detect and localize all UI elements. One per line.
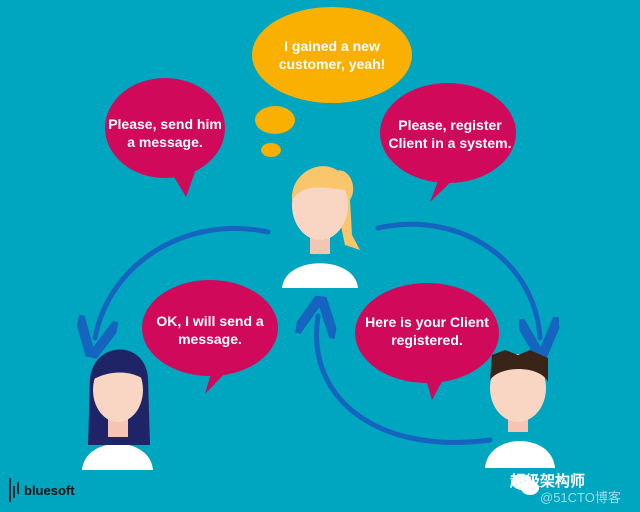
speech-bubble-shapes — [105, 78, 516, 400]
watermark-title: 超级架构师 — [510, 473, 586, 490]
flow-arrows — [95, 221, 540, 445]
bluesoft-logo-icon — [9, 478, 19, 502]
woman-blonde-avatar — [282, 166, 360, 288]
woman-dark-avatar — [82, 349, 153, 470]
thought-bubble-shape — [252, 7, 412, 157]
speech-bubble-ok-send: OK, I will send a message. — [156, 313, 264, 347]
speech-bubble-registered: Here is your Client registered. — [365, 314, 489, 348]
wechat-icon — [512, 474, 539, 495]
man-avatar — [485, 350, 555, 468]
watermark-sub: @51CTO博客 — [540, 490, 621, 505]
logo-text: bluesoft — [24, 482, 75, 498]
thought-bubble-text: I gained a new customer, yeah! — [278, 38, 386, 72]
bluesoft-logo: bluesoft — [8, 478, 75, 502]
speech-bubble-send-message: Please, send him a message. — [108, 116, 222, 150]
speech-bubble-register: Please, register Client in a system. — [388, 117, 512, 151]
